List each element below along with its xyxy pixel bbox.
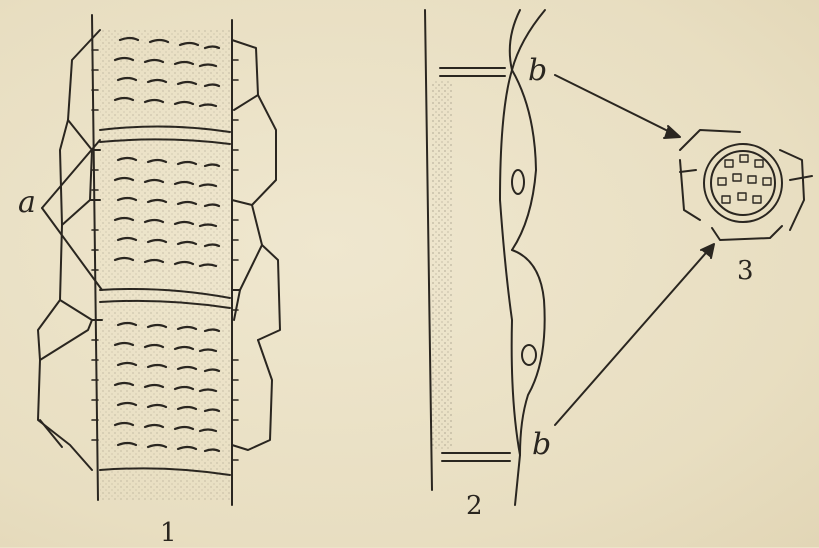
sieve-plate-cross-section-3 (680, 130, 812, 240)
label-b-top: b (528, 56, 547, 86)
label-b-bottom: b (532, 430, 551, 460)
figure-number-1: 1 (160, 520, 177, 546)
element-stipple (432, 80, 452, 450)
pointer-a-lower (42, 208, 102, 290)
label-a: a (18, 188, 36, 218)
arrows-b (555, 75, 714, 425)
figure-number-3: 3 (737, 258, 754, 284)
figure-number-2: 2 (466, 493, 483, 519)
